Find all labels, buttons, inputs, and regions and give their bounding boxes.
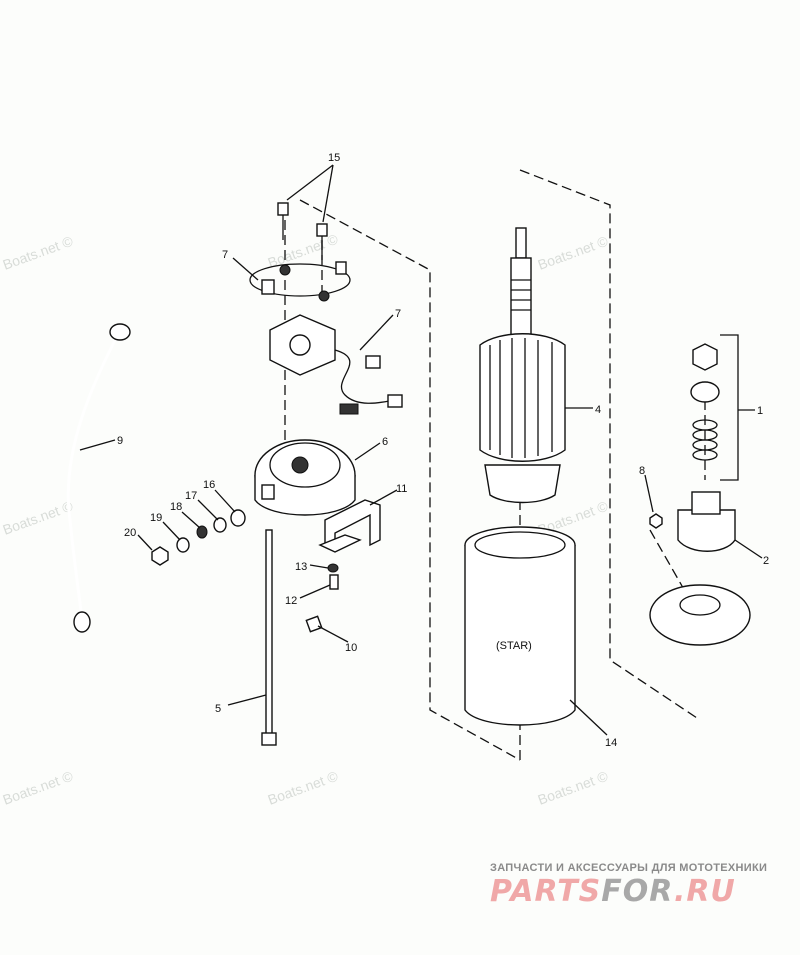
- callout-16: 16: [203, 479, 215, 491]
- watermark: Boats.net ©: [536, 232, 611, 272]
- end-cap-6: [254, 439, 356, 516]
- callout-9: 9: [117, 435, 123, 447]
- screws-15: [277, 202, 328, 260]
- callout-20: 20: [124, 527, 136, 539]
- brand-logo: PARTSFOR.RU: [490, 874, 790, 909]
- callout-18: 18: [170, 501, 182, 513]
- callout-5: 5: [215, 703, 221, 715]
- frame-label: (STAR): [496, 640, 532, 652]
- watermark: Boats.net ©: [1, 767, 76, 807]
- logo-part: PARTS: [490, 874, 602, 909]
- callouts: 15 7 7 9 6 11 16 17 18 19 20 13 12 10 5 …: [117, 152, 769, 749]
- through-bolt-5: [261, 529, 277, 746]
- callout-7: 7: [395, 308, 401, 320]
- logo-part: .RU: [673, 874, 736, 909]
- callout-7: 7: [222, 249, 228, 261]
- watermark: Boats.net ©: [266, 767, 341, 807]
- partsfor-brand: ЗАПЧАСТИ И АКСЕССУАРЫ ДЛЯ МОТОТЕХНИКИ PA…: [490, 862, 790, 909]
- armature-4: [479, 227, 566, 504]
- watermark: Boats.net ©: [266, 230, 341, 270]
- frame-14: (STAR): [464, 526, 576, 726]
- cable-9: [66, 323, 131, 633]
- callout-11: 11: [396, 483, 407, 495]
- brush-plate: [269, 314, 403, 415]
- callout-14: 14: [605, 737, 617, 749]
- brand-subtitle: ЗАПЧАСТИ И АКСЕССУАРЫ ДЛЯ МОТОТЕХНИКИ: [490, 862, 768, 874]
- brush-springs-7: [249, 261, 351, 302]
- callout-12: 12: [285, 595, 297, 607]
- drive-assembly: [649, 343, 751, 646]
- watermark: Boats.net ©: [536, 767, 611, 807]
- callout-17: 17: [185, 490, 197, 502]
- callout-10: 10: [345, 642, 357, 654]
- watermark: Boats.net ©: [1, 232, 76, 272]
- leader-lines: [79, 164, 763, 736]
- logo-part: FOR: [601, 874, 674, 909]
- callout-2: 2: [763, 555, 769, 567]
- callout-15: 15: [328, 152, 340, 164]
- callout-6: 6: [382, 436, 388, 448]
- callout-13: 13: [295, 561, 307, 573]
- callout-19: 19: [150, 512, 162, 524]
- watermark: Boats.net ©: [1, 497, 76, 537]
- callout-8: 8: [639, 465, 645, 477]
- callout-1: 1: [757, 405, 763, 417]
- washers-nuts: [151, 509, 246, 566]
- callout-4: 4: [595, 404, 601, 416]
